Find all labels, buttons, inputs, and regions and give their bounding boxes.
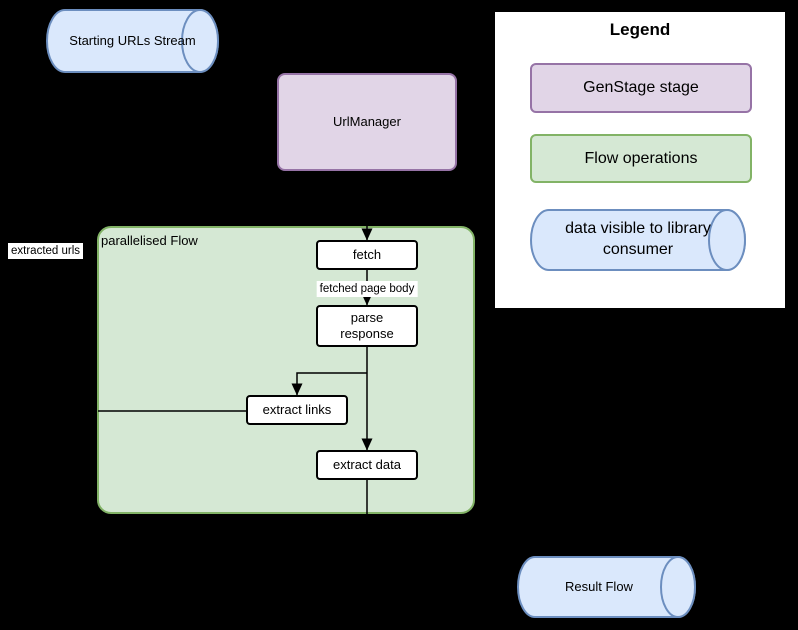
legend-item-genstage-stage: GenStage stage (530, 63, 752, 113)
parse-response-node: parse response (316, 305, 418, 347)
fetch-label: fetch (352, 246, 382, 262)
legend-item-flow-operations: Flow operations (530, 134, 752, 183)
result-flow-label: Result Flow (565, 578, 633, 594)
starting-urls-label: Starting URLs Stream (69, 32, 196, 48)
parallelised-flow-container (97, 226, 475, 514)
extract-links-label: extract links (262, 401, 332, 417)
legend-flow-operations-label: Flow operations (584, 149, 698, 167)
fetch-node: fetch (316, 240, 418, 270)
edge-label-extracted-urls: extracted urls (8, 243, 84, 260)
urlmanager-node: UrlManager (277, 73, 457, 171)
legend-genstage-label: GenStage stage (583, 79, 699, 96)
extract-data-label: extract data (333, 456, 401, 472)
extract-data-node: extract data (316, 450, 418, 480)
parallelised-flow-label: parallelised Flow (101, 233, 198, 248)
parse-response-label: parse response (340, 309, 394, 341)
urlmanager-label: UrlManager (333, 113, 401, 129)
legend-item-data-visible-label: data visible to library consumer (565, 220, 711, 258)
legend-title: Legend (609, 20, 671, 39)
edge-label-fetched-page-body: fetched page body (316, 281, 418, 298)
extract-links-node: extract links (246, 395, 348, 425)
